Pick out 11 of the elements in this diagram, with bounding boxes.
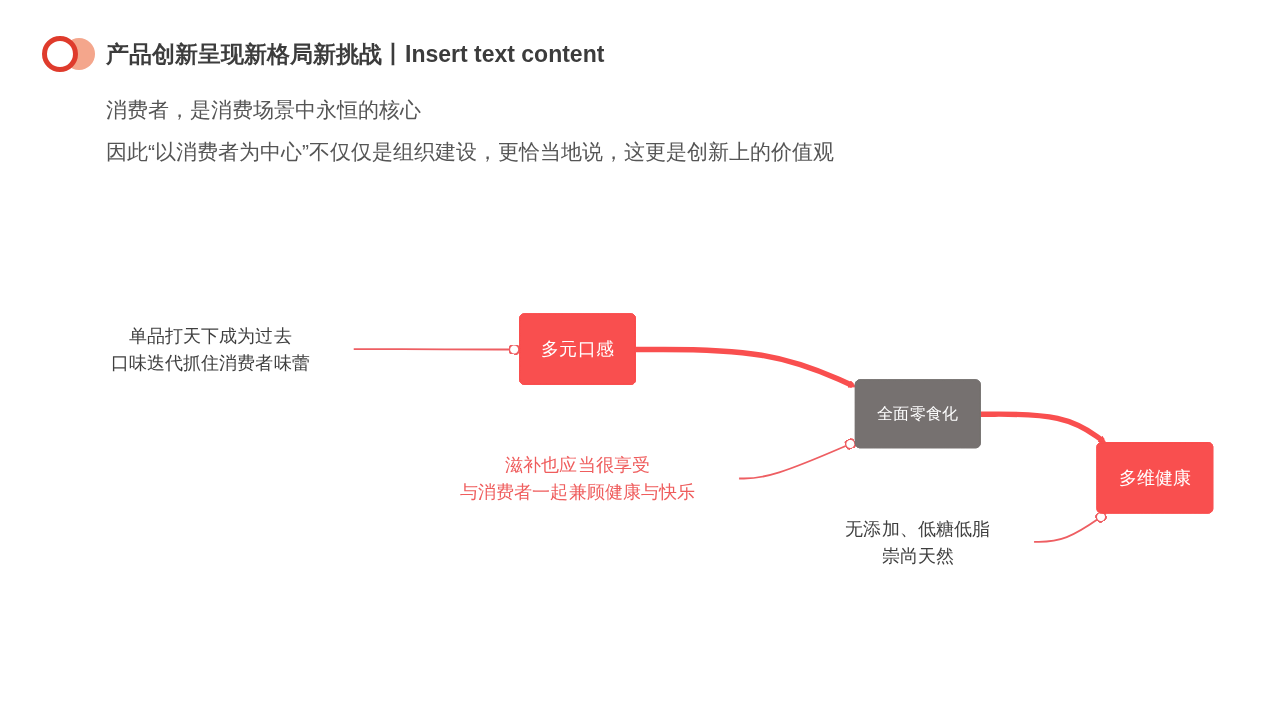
node-text: 单品打天下成为过去 口味迭代抓住消费者味蕾 [110, 325, 310, 373]
subtitle-text: 因此“以消费者为中心”不仅仅是组织建设，更恰当地说，这更是创新上的价值观 [106, 139, 834, 165]
subtitle-text: 消费者，是消费场景中永恒的核心 [106, 97, 421, 123]
connector [1032, 510, 1107, 543]
node-text: 无添加、低糖低脂 崇尚天然 [845, 517, 991, 565]
connector [352, 343, 521, 356]
connector [737, 437, 857, 479]
title-text: 产品创新呈现新格局新挑战丨Insert text content [106, 39, 605, 69]
arrow [635, 346, 857, 388]
arrow [980, 410, 1107, 443]
node-text: 滋补也应当很享受 与消费者一起兼顾健康与快乐 [459, 454, 696, 502]
